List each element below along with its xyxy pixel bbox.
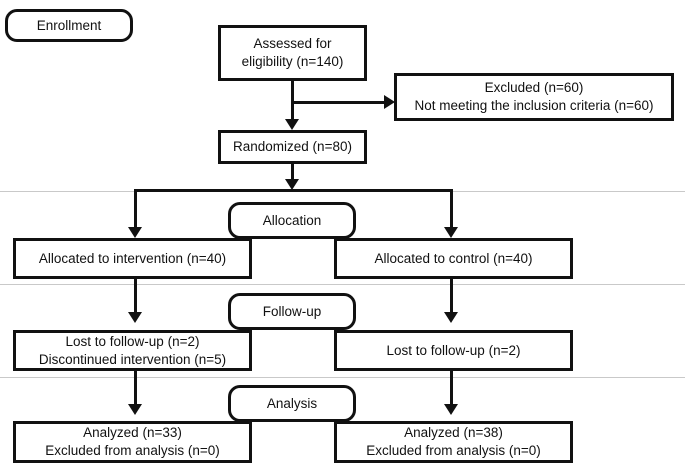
node-followup-intervention-line1: Lost to follow-up (n=2): [65, 333, 200, 349]
node-analysis-control: Analyzed (n=38) Excluded from analysis (…: [334, 421, 573, 463]
node-excluded-line2: Not meeting the inclusion criteria (n=60…: [414, 98, 654, 113]
stage-label-allocation: Allocation: [228, 202, 356, 239]
connector-randomized-trunk: [291, 164, 294, 182]
node-excluded: Excluded (n=60) Not meeting the inclusio…: [394, 73, 674, 121]
node-assessed-line2: eligibility (n=140): [241, 54, 344, 69]
connector-split-to-control: [450, 189, 453, 231]
node-allocated-control-line1: Allocated to control (n=40): [374, 250, 533, 266]
connector-allocation-to-followup-control: [450, 279, 453, 315]
node-analysis-intervention-line1: Analyzed (n=33): [83, 425, 182, 441]
stage-label-followup: Follow-up: [228, 293, 356, 330]
stage-label-enrollment-text: Enrollment: [36, 17, 102, 33]
node-assessed-for-eligibility: Assessed for eligibility (n=140): [218, 25, 367, 81]
node-excluded-line1: Excluded (n=60): [484, 80, 584, 96]
connector-followup-to-analysis-intervention: [134, 371, 137, 408]
connector-assessed-to-excluded: [292, 101, 386, 104]
node-analysis-intervention: Analyzed (n=33) Excluded from analysis (…: [13, 421, 252, 463]
node-analysis-intervention-line2: Excluded from analysis (n=0): [45, 443, 220, 458]
arrowhead-assessed-to-excluded: [384, 95, 395, 109]
arrowhead-split-to-control: [444, 227, 458, 238]
node-allocated-intervention: Allocated to intervention (n=40): [13, 238, 252, 279]
arrowhead-assessed-to-randomized: [285, 119, 299, 130]
stage-label-analysis: Analysis: [228, 385, 356, 422]
node-followup-intervention-line2: Discontinued intervention (n=5): [38, 351, 227, 367]
connector-allocation-to-followup-intervention: [134, 279, 137, 315]
node-allocated-intervention-line1: Allocated to intervention (n=40): [38, 250, 227, 266]
node-followup-intervention: Lost to follow-up (n=2) Discontinued int…: [13, 330, 252, 371]
arrowhead-followup-to-analysis-intervention: [128, 404, 142, 415]
node-randomized: Randomized (n=80): [218, 130, 367, 164]
stage-label-allocation-text: Allocation: [262, 212, 322, 228]
stage-separator-followup: [0, 284, 685, 285]
stage-label-analysis-text: Analysis: [266, 395, 318, 411]
stage-separator-analysis: [0, 377, 685, 378]
connector-followup-to-analysis-control: [450, 371, 453, 408]
node-analysis-control-line1: Analyzed (n=38): [404, 425, 503, 441]
node-followup-control: Lost to follow-up (n=2): [334, 330, 573, 371]
node-analysis-control-line2: Excluded from analysis (n=0): [366, 443, 541, 458]
arrowhead-allocation-to-followup-control: [444, 312, 458, 323]
connector-split-to-intervention: [134, 189, 137, 231]
arrowhead-randomized-trunk: [285, 179, 299, 190]
connector-randomization-split: [134, 189, 453, 192]
node-assessed-line1: Assessed for: [253, 36, 332, 52]
node-allocated-control: Allocated to control (n=40): [334, 238, 573, 279]
node-followup-control-line1: Lost to follow-up (n=2): [386, 342, 521, 358]
stage-label-followup-text: Follow-up: [262, 303, 322, 319]
arrowhead-allocation-to-followup-intervention: [128, 312, 142, 323]
stage-label-enrollment: Enrollment: [5, 9, 133, 42]
arrowhead-split-to-intervention: [128, 227, 142, 238]
arrowhead-followup-to-analysis-control: [444, 404, 458, 415]
node-randomized-line1: Randomized (n=80): [233, 139, 352, 155]
